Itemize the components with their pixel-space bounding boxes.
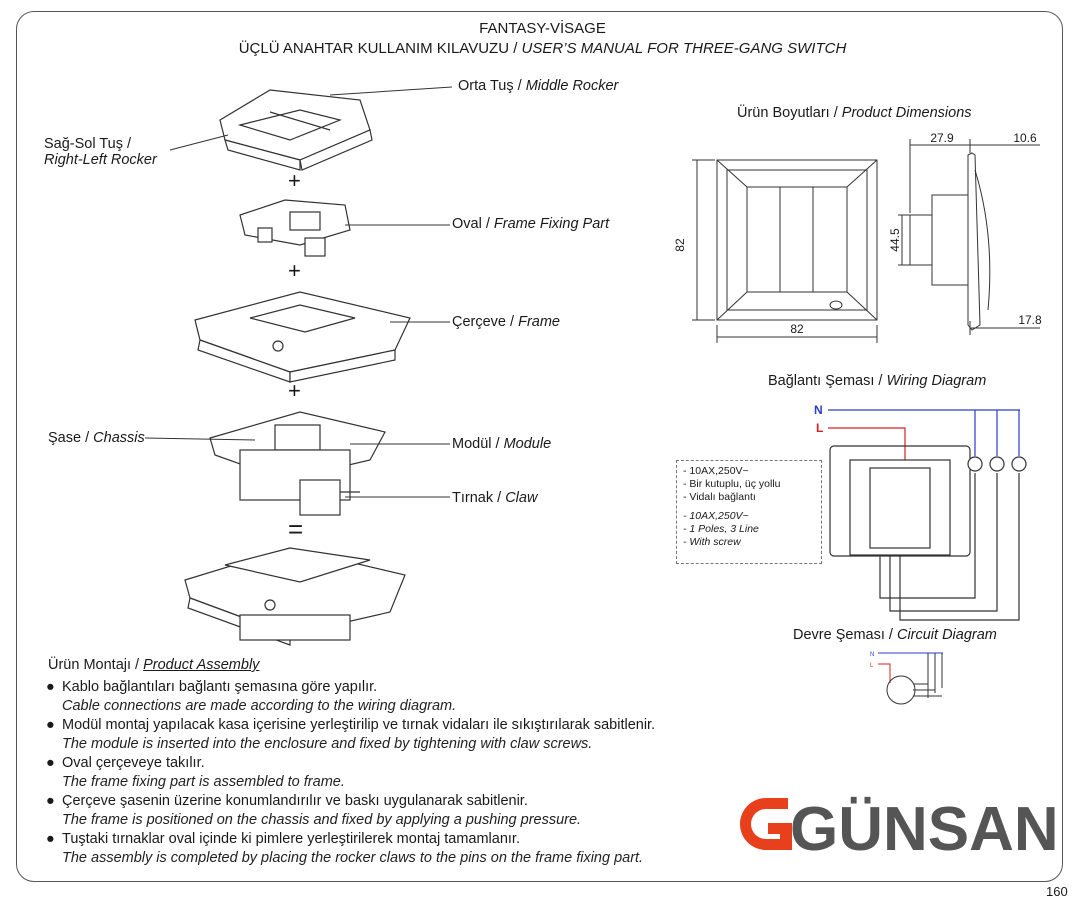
live-label: L bbox=[816, 421, 823, 435]
equals-sign: = bbox=[288, 514, 304, 544]
spec-en-2: - 1 Poles, 3 Line bbox=[683, 523, 759, 535]
chassis-drawing bbox=[209, 411, 386, 516]
frame-drawing bbox=[194, 291, 411, 383]
dim-module-height: 44.5 bbox=[888, 228, 902, 252]
list-item: ● Oval çerçeveye takılır. The frame fixi… bbox=[46, 755, 345, 790]
circuit-title: Devre Şeması / Circuit Diagram bbox=[793, 627, 997, 643]
exploded-assembly-illustration bbox=[144, 86, 453, 646]
spec-tr-2: - Bir kutuplu, üç yollu bbox=[683, 478, 781, 490]
assembly-steps: ● Kablo bağlantıları bağlantı şemasına g… bbox=[46, 678, 746, 868]
product-name: FANTASY-VİSAGE bbox=[479, 20, 606, 37]
label-middle-rocker: Orta Tuş / Middle Rocker bbox=[458, 78, 619, 94]
plus-sign: + bbox=[288, 378, 301, 403]
assembled-drawing bbox=[184, 547, 406, 646]
label-frame-fixing: Oval / Frame Fixing Part bbox=[452, 216, 610, 232]
manual-title: ÜÇLÜ ANAHTAR KULLANIM KILAVUZU / USER’S … bbox=[238, 40, 847, 57]
plus-sign: + bbox=[288, 168, 301, 193]
circuit-live-label: L bbox=[870, 663, 874, 669]
wiring-title: Bağlantı Şeması / Wiring Diagram bbox=[768, 373, 987, 389]
circuit-diagram: N L bbox=[870, 652, 943, 705]
label-module: Modül / Module bbox=[452, 436, 552, 452]
list-item: ● Kablo bağlantıları bağlantı şemasına g… bbox=[46, 679, 457, 714]
list-item: ● Çerçeve şasenin üzerine konumlandırılı… bbox=[46, 793, 582, 828]
page-number: 160 bbox=[1046, 884, 1068, 899]
label-chassis: Şase / Chassis bbox=[48, 430, 145, 446]
spec-en-3: - With screw bbox=[683, 536, 741, 548]
spec-tr-3: - Vidalı bağlantı bbox=[683, 491, 756, 503]
dim-rear: 17.8 bbox=[1018, 313, 1042, 327]
label-claw: Tırnak / Claw bbox=[452, 490, 538, 506]
page-border bbox=[16, 11, 1063, 882]
dim-depth-a: 27.9 bbox=[930, 131, 954, 145]
spec-en-1: - 10AX,250V~ bbox=[683, 510, 749, 522]
specs-box: - 10AX,250V~ - Bir kutuplu, üç yollu - V… bbox=[676, 460, 822, 564]
label-right-left-rocker: Sağ-Sol Tuş /Right-Left Rocker bbox=[44, 136, 157, 168]
neutral-label: N bbox=[814, 403, 823, 417]
wiring-diagram: N L bbox=[814, 403, 1027, 621]
dimensions-title: Ürün Boyutları / Product Dimensions bbox=[737, 105, 972, 121]
circuit-neutral-label: N bbox=[870, 652, 874, 658]
list-item: ● Modül montaj yapılacak kasa içerisine … bbox=[46, 717, 656, 752]
logo-wordmark: GÜNSAN bbox=[790, 795, 1059, 860]
assembly-title: Ürün Montajı / Product Assembly bbox=[48, 657, 260, 673]
label-frame: Çerçeve / Frame bbox=[452, 314, 560, 330]
dim-width: 82 bbox=[790, 322, 804, 336]
list-item: ● Tuştaki tırnaklar oval içinde ki pimle… bbox=[46, 831, 644, 866]
plus-sign: + bbox=[288, 258, 301, 283]
spec-tr-1: - 10AX,250V~ bbox=[683, 465, 749, 477]
frame-fixing-drawing bbox=[239, 199, 351, 257]
dim-depth-b: 10.6 bbox=[1013, 131, 1037, 145]
rocker-drawing bbox=[219, 89, 373, 171]
gunsan-logo: GÜNSAN bbox=[740, 795, 1059, 860]
dimension-drawing: 82 82 27.9 10.6 44.5 17.8 bbox=[673, 131, 1042, 343]
dim-height: 82 bbox=[673, 238, 687, 252]
